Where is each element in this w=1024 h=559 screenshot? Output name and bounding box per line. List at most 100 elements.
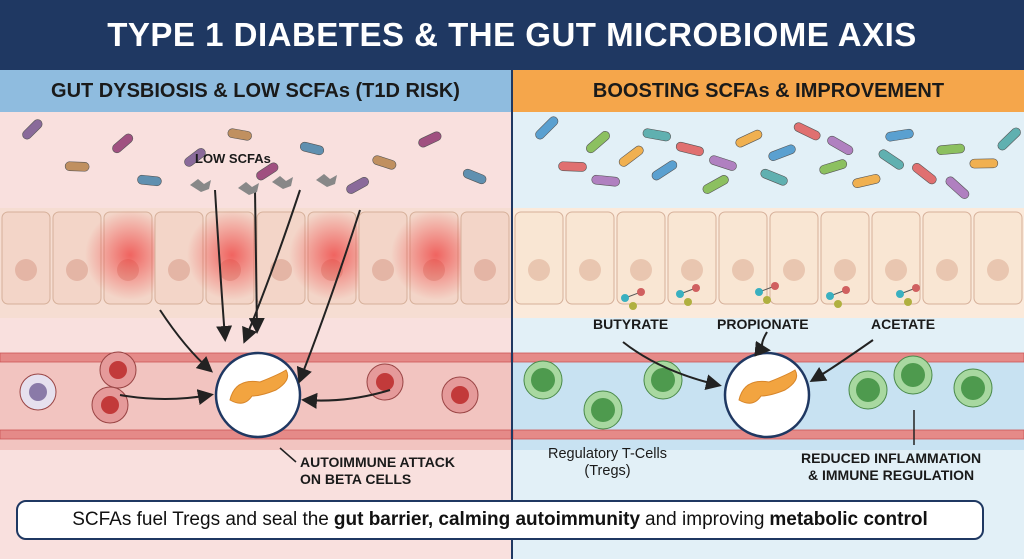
cell-nucleus xyxy=(579,259,601,281)
molecule-atom xyxy=(904,298,912,306)
reduced-inflammation-label: REDUCED INFLAMMATION & IMMUNE REGULATION xyxy=(801,450,981,484)
arrow xyxy=(242,189,301,344)
bacterium xyxy=(768,144,796,161)
cell-nucleus xyxy=(66,259,88,281)
cell-nucleus xyxy=(15,259,37,281)
tregs-line1: Regulatory T-Cells xyxy=(548,446,668,462)
bacterium xyxy=(793,122,821,141)
molecule-atom xyxy=(763,296,771,304)
scfa-molecule-gray xyxy=(238,182,259,195)
bacterium xyxy=(735,129,763,148)
butyrate-label: BUTYRATE xyxy=(593,316,669,332)
caption-bold-2: metabolic control xyxy=(769,509,928,530)
bacterium xyxy=(64,161,90,172)
bacterium xyxy=(558,161,587,172)
bacterium xyxy=(256,162,279,181)
arrow xyxy=(301,389,391,409)
right-panel-improvement: BOOSTING SCFAs & IMPROVEMENT BUTYRATE PR… xyxy=(513,70,1024,559)
bacterium xyxy=(535,116,559,140)
summary-caption: SCFAs fuel Tregs and seal the gut barrie… xyxy=(16,500,984,540)
molecule-atom xyxy=(912,284,920,292)
epithelial-cell xyxy=(871,211,921,305)
epithelial-cell xyxy=(922,211,972,305)
scfa-molecule-gray xyxy=(316,174,337,187)
epithelial-cell xyxy=(460,211,510,305)
cell-nucleus xyxy=(987,259,1009,281)
propionate-label: PROPIONATE xyxy=(717,316,809,332)
cell-nucleus xyxy=(936,259,958,281)
bacterium xyxy=(642,128,671,142)
cell-nucleus xyxy=(885,259,907,281)
caption-text-1: SCFAs fuel Tregs and seal the xyxy=(72,509,329,530)
cell-nucleus xyxy=(783,259,805,281)
cell-nucleus xyxy=(732,259,754,281)
molecule-atom xyxy=(771,282,779,290)
arrow xyxy=(622,341,722,391)
treg-nucleus xyxy=(856,378,880,402)
bacterium xyxy=(969,158,999,169)
bacterium xyxy=(912,162,937,185)
bacterium xyxy=(651,160,678,181)
immune-cell-nucleus xyxy=(451,386,469,404)
bacterium xyxy=(22,119,43,140)
treg-nucleus xyxy=(531,368,555,392)
treg-nucleus xyxy=(651,368,675,392)
bacterium xyxy=(885,128,914,142)
inflammation-glow xyxy=(85,210,175,300)
bacterium xyxy=(997,127,1021,151)
left-panel-dysbiosis: GUT DYSBIOSIS & LOW SCFAs (T1D RISK) LOW… xyxy=(0,70,511,559)
bacterium xyxy=(299,141,325,156)
inflammation-glow xyxy=(391,210,481,300)
immune-cell-nucleus xyxy=(101,396,119,414)
tregs-line2: (Tregs) xyxy=(584,463,631,479)
tregs-label: Regulatory T-Cells (Tregs) xyxy=(548,446,667,480)
immune-cell-nucleus xyxy=(29,383,47,401)
molecule-atom xyxy=(621,294,629,302)
arrow xyxy=(214,189,233,342)
bacterium xyxy=(760,168,788,186)
attack-line2: ON BETA CELLS xyxy=(300,471,412,487)
molecule-atom xyxy=(842,286,850,294)
bacterium xyxy=(137,174,162,187)
bacterium xyxy=(852,174,881,188)
cell-nucleus xyxy=(168,259,190,281)
scfa-molecule-gray xyxy=(190,179,211,192)
treg-nucleus xyxy=(901,363,925,387)
bacterium xyxy=(618,145,644,167)
arrow xyxy=(248,189,265,334)
pancreas-icon xyxy=(229,369,289,404)
caption-bold-1: gut barrier, calming autoimmunity xyxy=(333,509,641,530)
arrow xyxy=(159,309,214,373)
bacterium xyxy=(227,128,252,141)
dysbiosis-illustration xyxy=(0,119,511,463)
cell-nucleus xyxy=(834,259,856,281)
molecule-atom xyxy=(826,292,834,300)
bacterium xyxy=(675,141,704,157)
arrow xyxy=(296,209,361,384)
bacterium xyxy=(702,175,729,194)
cell-nucleus xyxy=(528,259,550,281)
acetate-label: ACETATE xyxy=(871,316,936,332)
treg-nucleus xyxy=(961,376,985,400)
molecule-atom xyxy=(692,284,700,292)
arrow xyxy=(809,339,874,383)
immune-cell-nucleus xyxy=(376,373,394,391)
bacterium xyxy=(878,149,904,170)
reduced-line2: & IMMUNE REGULATION xyxy=(807,467,975,483)
bacterium xyxy=(827,135,854,155)
epithelial-cell xyxy=(616,211,666,305)
bacterium xyxy=(936,143,965,155)
cell-nucleus xyxy=(681,259,703,281)
molecule-atom xyxy=(755,288,763,296)
molecule-atom xyxy=(684,298,692,306)
arrow xyxy=(119,389,214,405)
attack-line1: AUTOIMMUNE ATTACK xyxy=(300,454,456,470)
bacterium xyxy=(372,155,397,170)
epithelial-cell xyxy=(820,211,870,305)
cell-nucleus xyxy=(270,259,292,281)
bacterium xyxy=(184,148,206,167)
bacterium xyxy=(819,159,848,175)
bacterium xyxy=(591,174,620,187)
bacterium xyxy=(418,131,442,148)
attack-pointer xyxy=(279,447,297,463)
